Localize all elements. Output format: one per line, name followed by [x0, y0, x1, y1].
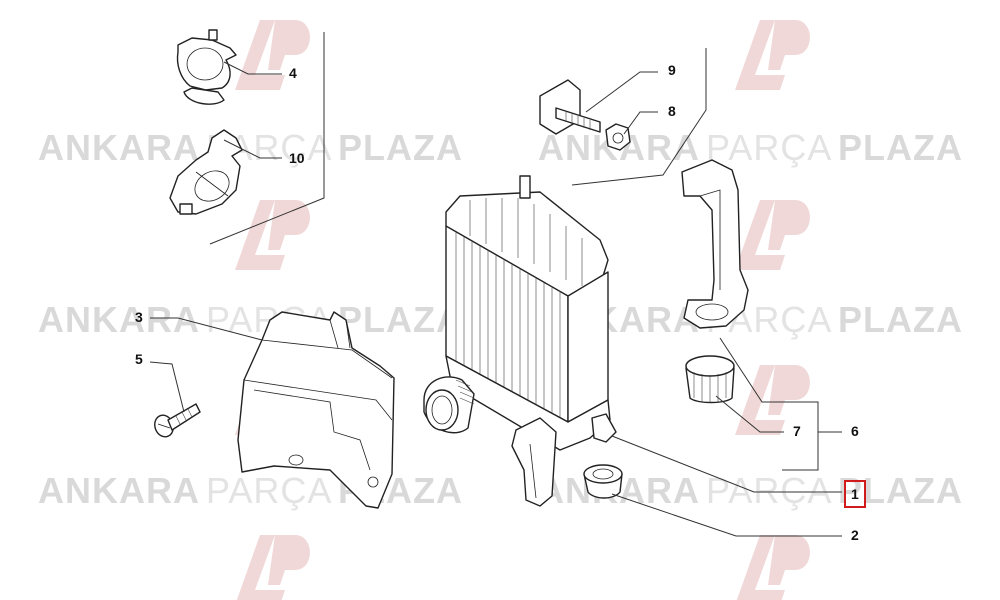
part-9-bolt [539, 79, 601, 135]
watermark-text-row: ANKARA PARÇA PLAZA ANKARA PARÇA PLAZA [38, 127, 963, 168]
watermark-logo [735, 200, 810, 270]
leader-line-9 [585, 71, 658, 113]
group-bracket-8-9 [571, 48, 707, 186]
part-10-clamp-bracket [169, 129, 243, 215]
leader-line-6-top [719, 337, 819, 471]
leader-line-7 [715, 395, 784, 433]
watermark-logo [236, 535, 310, 600]
callout-4[interactable]: 4 [289, 65, 297, 81]
watermark-logo-group [235, 20, 810, 600]
leader-line-2 [611, 493, 842, 537]
callout-9[interactable]: 9 [668, 62, 676, 78]
callout-7[interactable]: 7 [793, 423, 801, 439]
part-3-air-duct [237, 311, 395, 509]
callout-2[interactable]: 2 [851, 527, 859, 543]
watermark-word: ANKARA [38, 299, 200, 340]
watermark-logo [235, 20, 310, 90]
watermark-word: PLAZA [838, 299, 963, 340]
part-7-cap [685, 355, 735, 404]
leader-line-3 [150, 317, 263, 341]
watermark-text-row: ANKARA PARÇA PLAZA ANKARA PARÇA PLAZA [38, 470, 963, 511]
part-6-support-bracket [681, 159, 749, 329]
watermark-word: ANKARA [38, 127, 200, 168]
part-1-intercooler [423, 175, 617, 507]
leader-line-10 [223, 139, 282, 159]
leader-lines [149, 61, 842, 537]
callout-6[interactable]: 6 [851, 423, 859, 439]
callout-8[interactable]: 8 [668, 103, 676, 119]
part-8-nut [605, 123, 631, 151]
watermark-logo [736, 535, 810, 600]
watermark-word: PARÇA [706, 127, 832, 168]
watermark-word: PLAZA [838, 127, 963, 168]
watermark-logo [235, 200, 310, 270]
callout-5[interactable]: 5 [135, 351, 143, 367]
watermark-word: PLAZA [338, 127, 463, 168]
leader-line-5 [149, 361, 185, 413]
part-2-grommet [583, 464, 623, 499]
watermark-word: ANKARA [38, 470, 200, 511]
callout-10[interactable]: 10 [289, 150, 305, 166]
group-bracket-4-10 [209, 32, 325, 245]
watermark-logo [735, 20, 810, 90]
selected-callout-highlight [844, 480, 866, 508]
watermark-text-row: ANKARA PARÇA PLAZA ANKARA PARÇA PLAZA [38, 299, 963, 340]
part-5-screw [154, 403, 201, 438]
leader-line-4 [223, 61, 282, 75]
watermark-word: PLAZA [338, 299, 463, 340]
watermark-word: PLAZA [838, 470, 963, 511]
callout-1[interactable]: 1 [851, 486, 859, 502]
leader-line-8 [623, 111, 658, 135]
watermark-word: PARÇA [706, 470, 832, 511]
part-4-hose-clamp [176, 29, 237, 105]
callout-3[interactable]: 3 [135, 309, 143, 325]
watermark-word: PARÇA [206, 470, 332, 511]
leader-line-1 [611, 435, 842, 493]
